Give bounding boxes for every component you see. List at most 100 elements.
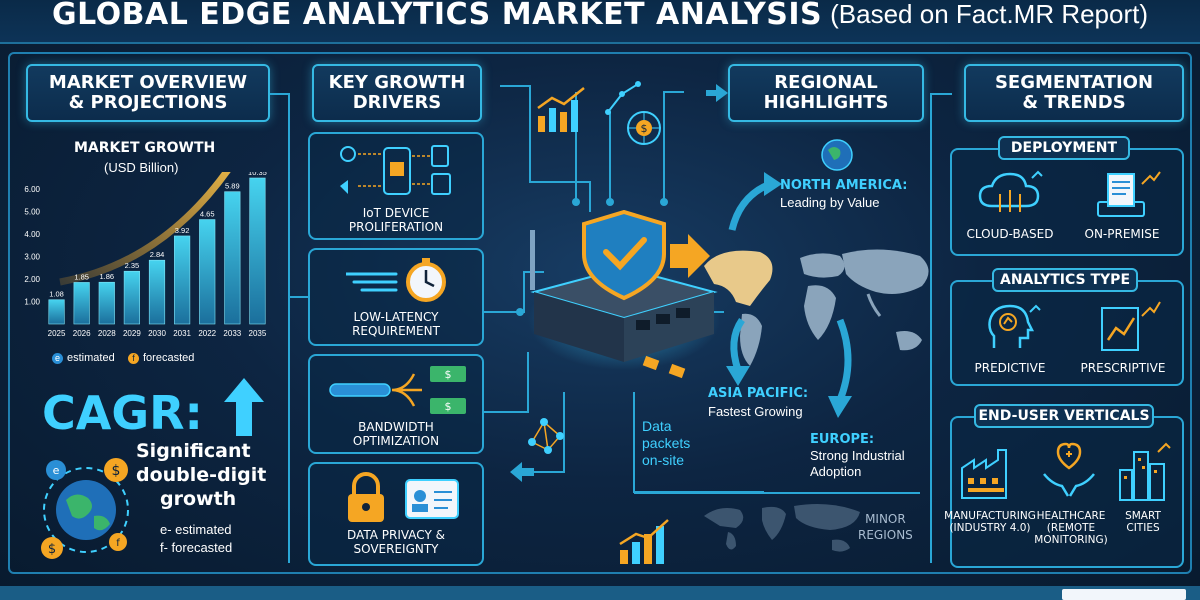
padlock-icon xyxy=(348,472,459,522)
x-tick-label: 2035 xyxy=(249,329,267,338)
molecule-nodes-icon xyxy=(528,418,564,454)
verticals-title: END-USER VERTICALS xyxy=(974,404,1154,428)
arrow-right-icon xyxy=(706,84,728,102)
smart-city-icon xyxy=(1119,442,1171,501)
chart-bar xyxy=(48,299,65,325)
cagr-line3: growth xyxy=(160,488,237,510)
chart-bar xyxy=(123,270,140,325)
segmentation-header: SEGMENTATION & TRENDS xyxy=(964,64,1184,122)
x-tick-label: 2031 xyxy=(173,329,191,338)
footer-logo xyxy=(1062,589,1186,600)
data-packets-line3: on-site xyxy=(642,451,685,468)
healthcare-hands-icon xyxy=(1043,442,1095,497)
healthcare-line3: MONITORING) xyxy=(1034,534,1108,547)
analytics-type-title: ANALYTICS TYPE xyxy=(992,268,1138,292)
note-forecasted: f- forecasted xyxy=(160,540,233,555)
driver-iot-line2: PROLIFERATION xyxy=(348,220,444,235)
driver-privacy: DATA PRIVACY & SOVEREIGNTY xyxy=(308,462,484,566)
title-bar: GLOBAL EDGE ANALYTICS MARKET ANALYSIS (B… xyxy=(0,0,1200,44)
driver-latency: LOW-LATENCY REQUIREMENT xyxy=(308,248,484,346)
regional-header: REGIONAL HIGHLIGHTS xyxy=(728,64,924,122)
x-tick-label: 2022 xyxy=(198,329,216,338)
overview-header: MARKET OVERVIEW & PROJECTIONS xyxy=(26,64,270,122)
driver-bandwidth: $ $ BANDWIDTH OPTIMIZATION xyxy=(308,354,484,454)
x-tick-label: 2033 xyxy=(223,329,241,338)
minor-regions-line2: REGIONS xyxy=(858,527,913,542)
svg-text:$: $ xyxy=(112,463,121,479)
globe-dollar-icon: $ xyxy=(627,111,661,145)
chart-mini-icon-2 xyxy=(619,519,669,564)
server-document-icon xyxy=(1097,171,1161,217)
bar-value-label: 2.84 xyxy=(150,250,165,259)
x-tick-label: 2029 xyxy=(123,329,141,338)
chart-bar xyxy=(73,282,90,325)
connector-3 xyxy=(290,296,308,298)
x-tick-label: 2028 xyxy=(98,329,116,338)
center-network-lines xyxy=(484,85,764,493)
y-tick-label: 3.00 xyxy=(24,253,40,262)
globe-coins-icon: e $ $ f xyxy=(41,458,129,559)
overview-header-line2: & PROJECTIONS xyxy=(68,92,228,113)
cagr-line2: double-digit xyxy=(136,464,267,486)
north-america-title: NORTH AMERICA: xyxy=(780,178,908,193)
analytics-panel xyxy=(950,280,1184,386)
overview-header-line1: MARKET OVERVIEW xyxy=(48,72,248,94)
page-subtitle: (Based on Fact.MR Report) xyxy=(830,0,1149,29)
driver-latency-line1: LOW-LATENCY xyxy=(353,310,439,324)
chart-bar xyxy=(98,281,115,325)
edge-router-icon xyxy=(528,210,720,379)
x-tick-label: 2025 xyxy=(48,329,66,338)
connector-6 xyxy=(634,492,920,494)
bar-value-label: 3.92 xyxy=(175,226,190,235)
cloud-based-label: CLOUD-BASED xyxy=(966,227,1054,241)
data-packets-line2: packets xyxy=(642,434,691,451)
cagr-up-arrow-icon xyxy=(224,378,264,436)
bar-value-label: 5.89 xyxy=(225,182,240,191)
small-globe-icon xyxy=(821,139,853,171)
smart-cities-line2: CITIES xyxy=(1126,522,1160,535)
factory-icon xyxy=(961,449,1007,499)
on-premise-label: ON-PREMISE xyxy=(1084,227,1160,241)
europe-desc-line1: Strong Industrial xyxy=(810,448,905,463)
data-packets-label: Data packets on-site xyxy=(642,418,690,468)
manufacturing-line2: (INDUSTRY 4.0) xyxy=(949,522,1031,535)
stopwatch-icon xyxy=(346,258,446,302)
chart-bar xyxy=(199,219,216,325)
legend-e-icon: e xyxy=(52,353,63,364)
connector-4 xyxy=(930,93,932,563)
cagr-line1: Significant xyxy=(136,440,251,462)
svg-text:e: e xyxy=(53,464,60,477)
region-arrows xyxy=(726,172,852,418)
predictive-label: PREDICTIVE xyxy=(974,361,1046,375)
chart-mini-icon xyxy=(537,87,585,132)
y-tick-label: 4.00 xyxy=(24,230,40,239)
connector-1 xyxy=(270,93,290,95)
driver-latency-line2: REQUIREMENT xyxy=(352,324,440,339)
smart-cities-line1: SMART xyxy=(1125,510,1161,522)
driver-bandwidth-line1: BANDWIDTH xyxy=(358,420,434,434)
svg-text:f: f xyxy=(116,538,120,549)
deployment-title: DEPLOYMENT xyxy=(998,136,1130,160)
segmentation-header-line1: SEGMENTATION xyxy=(994,72,1154,94)
healthcare-label: HEALTHCARE (REMOTE MONITORING) xyxy=(1026,510,1116,546)
svg-text:$: $ xyxy=(48,542,56,557)
healthcare-line1: HEALTHCARE xyxy=(1036,510,1106,522)
iot-chip-icon xyxy=(340,145,451,195)
minor-regions-map xyxy=(704,504,860,552)
healthcare-line2: (REMOTE xyxy=(1046,522,1096,535)
growth-arrow xyxy=(59,172,231,286)
cagr-label: CAGR: xyxy=(42,386,203,440)
connector-5 xyxy=(932,93,952,95)
chart-bar xyxy=(224,191,241,325)
y-tick-label: 5.00 xyxy=(24,208,40,217)
chart-title: MARKET GROWTH xyxy=(74,140,216,156)
arrow-left-icon xyxy=(510,462,534,482)
bar-value-label: 10.35 xyxy=(248,172,267,177)
predictive-brain-icon xyxy=(988,304,1041,348)
manufacturing-label: MANUFACTURING (INDUSTRY 4.0) xyxy=(938,510,1042,534)
y-tick-label: 1.00 xyxy=(24,298,40,307)
europe-title: EUROPE: xyxy=(810,432,875,447)
